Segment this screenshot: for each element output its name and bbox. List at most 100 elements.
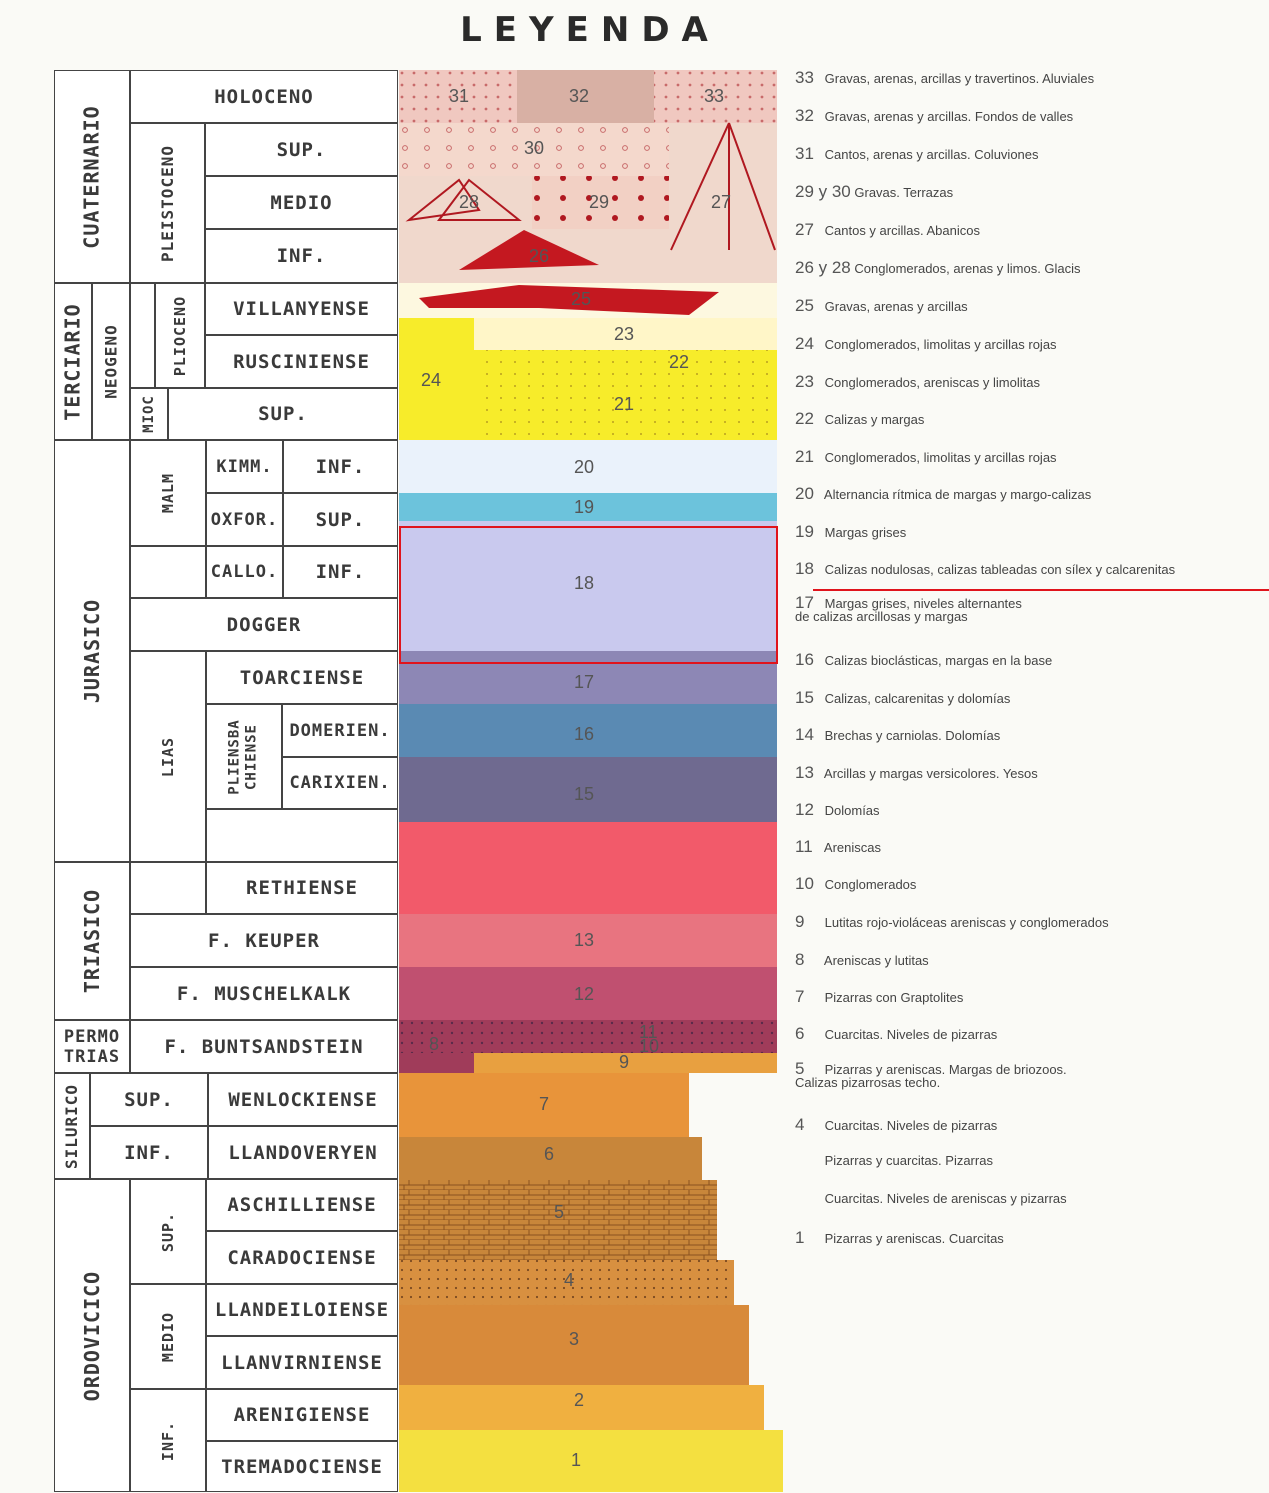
sub-malm: MALM: [130, 440, 206, 546]
stage-wenlockiense: WENLOCKIENSE: [208, 1073, 398, 1126]
stage-oxfor-sup: SUP.: [283, 493, 398, 546]
sub-neogeno-blank: [130, 283, 155, 388]
svg-text:30: 30: [524, 138, 544, 158]
legend-item: 1 Pizarras y areniscas. Cuarcitas: [795, 1228, 1004, 1248]
stage-oxfor: OXFOR.: [206, 493, 283, 546]
svg-text:32: 32: [569, 86, 589, 106]
svg-text:15: 15: [574, 784, 594, 804]
svg-text:17: 17: [574, 672, 594, 692]
stage-toarciense: TOARCIENSE: [206, 651, 398, 704]
svg-text:16: 16: [574, 724, 594, 744]
legend-item: 13 Arcillas y margas versicolores. Yesos: [795, 763, 1038, 783]
stage-muschelkalk: F. MUSCHELKALK: [130, 967, 398, 1020]
legend-item: 19 Margas grises: [795, 522, 906, 542]
era-silurico: SILURICO: [54, 1073, 90, 1179]
stage-rusciniense: RUSCINIENSE: [205, 335, 398, 388]
svg-text:33: 33: [704, 86, 724, 106]
stage-kimm-inf: INF.: [283, 440, 398, 493]
legend-item: 26 y 28 Conglomerados, arenas y limos. G…: [795, 258, 1081, 278]
subera-neogeno: NEOGENO: [92, 283, 130, 440]
legend-item: 31 Cantos, arenas y arcillas. Coluviones: [795, 144, 1039, 164]
legend-item: 14 Brechas y carniolas. Dolomías: [795, 725, 1000, 745]
legend-item: Pizarras y cuarcitas. Pizarras: [795, 1153, 993, 1168]
stage-rethiense: RETHIENSE: [206, 862, 398, 914]
era-permotrias: PERMO TRIAS: [54, 1020, 130, 1073]
stage-buntsandstein: F. BUNTSANDSTEIN: [130, 1020, 398, 1073]
stage-llanvirniense: LLANVIRNIENSE: [206, 1336, 398, 1389]
sub-pliensbachiense: PLIENSBA CHIENSE: [206, 704, 282, 809]
legend-item: 32 Gravas, arenas y arcillas. Fondos de …: [795, 106, 1073, 126]
svg-text:26: 26: [529, 246, 549, 266]
svg-text:27: 27: [711, 192, 731, 212]
sub-dogger-blank: [130, 546, 206, 598]
legend-item: 27 Cantos y arcillas. Abanicos: [795, 220, 980, 240]
legend-item: 5 Pizarras y areniscas. Margas de briozo…: [795, 1062, 1067, 1089]
stage-villanyense: VILLANYENSE: [205, 283, 398, 335]
sub-ordov-medio: MEDIO: [130, 1284, 206, 1389]
legend-item: 25 Gravas, arenas y arcillas: [795, 296, 968, 316]
stage-pleist-inf: INF.: [205, 229, 398, 283]
sub-ordov-sup: SUP.: [130, 1179, 206, 1284]
sub-ordov-inf: INF.: [130, 1389, 206, 1492]
svg-text:29: 29: [589, 192, 609, 212]
stage-caradociense: CARADOCIENSE: [206, 1231, 398, 1284]
svg-text:2: 2: [574, 1390, 584, 1410]
svg-text:8: 8: [429, 1034, 439, 1054]
svg-text:28: 28: [459, 192, 479, 212]
stage-lias-blank: [206, 809, 398, 862]
legend-item: 23 Conglomerados, areniscas y limolitas: [795, 372, 1040, 392]
era-ordovicico: ORDOVICICO: [54, 1179, 130, 1492]
legend-item: 24 Conglomerados, limolitas y arcillas r…: [795, 334, 1057, 354]
stage-domerien: DOMERIEN.: [282, 704, 398, 757]
legend-item: 29 y 30 Gravas. Terrazas: [795, 182, 953, 202]
stratigraphic-units-column: 313233 3029282726 25 23 24 2221 20 19 18…: [399, 70, 783, 1492]
legend-item: Cuarcitas. Niveles de areniscas y pizarr…: [795, 1191, 1067, 1206]
era-terciario: TERCIARIO: [54, 283, 92, 440]
stage-llandoveryen: LLANDOVERYEN: [208, 1126, 398, 1179]
svg-text:20: 20: [574, 457, 594, 477]
stage-silur-sup: SUP.: [90, 1073, 208, 1126]
stage-kimm: KIMM.: [206, 440, 283, 493]
era-jurasico: JURASICO: [54, 440, 130, 862]
legend-item: 17 Margas grises, niveles alternantes de…: [795, 596, 1022, 623]
svg-text:31: 31: [449, 86, 469, 106]
stage-aschilliense: ASCHILLIENSE: [206, 1179, 398, 1231]
legend-item: 33 Gravas, arenas, arcillas y travertino…: [795, 68, 1094, 88]
stage-arenigiense: ARENIGIENSE: [206, 1389, 398, 1441]
svg-text:4: 4: [564, 1270, 574, 1290]
legend-item: 7 Pizarras con Graptolites: [795, 987, 963, 1007]
svg-text:21: 21: [614, 394, 634, 414]
svg-text:1: 1: [571, 1450, 581, 1470]
era-cuaternario: CUATERNARIO: [54, 70, 130, 283]
sub-mioc: MIOC: [130, 388, 168, 440]
stage-llandeiloiense: LLANDEILOIENSE: [206, 1284, 398, 1336]
stage-pleist-sup: SUP.: [205, 123, 398, 176]
svg-text:25: 25: [571, 289, 591, 309]
stage-keuper: F. KEUPER: [130, 914, 398, 967]
svg-text:24: 24: [421, 370, 441, 390]
svg-text:7: 7: [539, 1094, 549, 1114]
svg-text:5: 5: [554, 1202, 564, 1222]
stage-pleist-medio: MEDIO: [205, 176, 398, 229]
stage-callo-inf: INF.: [283, 546, 398, 598]
sub-trias-blank: [130, 862, 206, 914]
svg-text:23: 23: [614, 324, 634, 344]
legend-item: 6 Cuarcitas. Niveles de pizarras: [795, 1024, 997, 1044]
stage-silur-inf: INF.: [90, 1126, 208, 1179]
stage-dogger: DOGGER: [130, 598, 398, 651]
era-triasico: TRIASICO: [54, 862, 130, 1020]
legend-item: 9 Lutitas rojo-violáceas areniscas y con…: [795, 912, 1109, 932]
highlight-box: [399, 526, 778, 664]
legend-item: 10 Conglomerados: [795, 874, 916, 894]
svg-text:6: 6: [544, 1144, 554, 1164]
svg-text:13: 13: [574, 930, 594, 950]
legend-item: 8 Areniscas y lutitas: [795, 950, 929, 970]
svg-text:19: 19: [574, 497, 594, 517]
svg-text:22: 22: [669, 352, 689, 372]
stage-holoceno: HOLOCENO: [130, 70, 398, 123]
sub-pleistoceno: PLEISTOCENO: [130, 123, 205, 283]
legend-item: 16 Calizas bioclásticas, margas en la ba…: [795, 650, 1052, 670]
stage-carixien: CARIXIEN.: [282, 757, 398, 809]
sub-lias: LIAS: [130, 651, 206, 862]
svg-text:3: 3: [569, 1329, 579, 1349]
